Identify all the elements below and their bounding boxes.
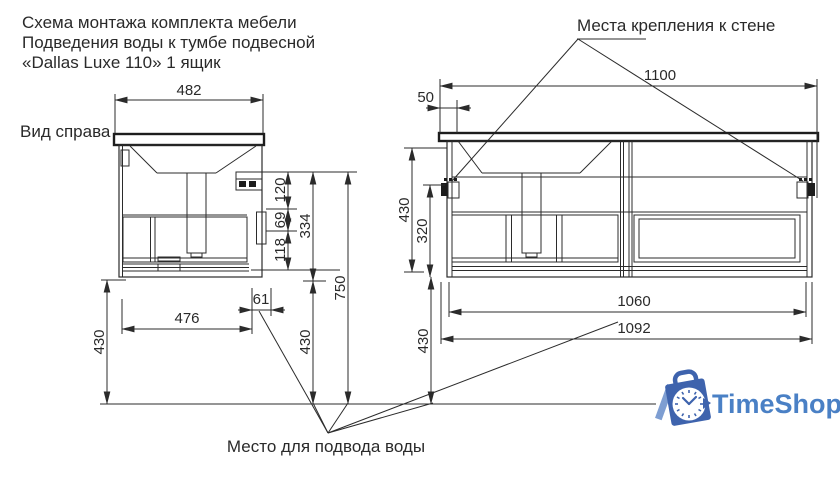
wall-mount-label: Места крепления к стене: [577, 16, 775, 35]
title-line-2: Подведения воды к тумбе подвесной: [22, 33, 315, 52]
front-countertop: [437, 131, 820, 143]
title-block: Схема монтажа комплекта мебели Подведени…: [22, 13, 315, 72]
floor-and-water-callout: Место для подвода воды: [100, 310, 656, 456]
side-bottom-slats: [123, 263, 249, 272]
title-line-3: «Dallas Luxe 110» 1 ящик: [22, 53, 221, 72]
dim-320: 320: [414, 218, 431, 243]
dim-430-mid: 430: [297, 329, 314, 354]
side-view-label-group: Вид справа: [20, 122, 111, 141]
side-cabinet-body: [118, 144, 263, 278]
side-drain-pipe: [186, 172, 207, 254]
side-view-label: Вид справа: [20, 122, 111, 141]
clock-icon: [672, 387, 711, 421]
front-right-drawer: [633, 214, 801, 263]
dim-50: 50: [417, 89, 434, 106]
dim-118: 118: [272, 238, 289, 262]
dim-334: 334: [297, 213, 314, 238]
side-view-drawing: [112, 132, 267, 278]
wall-mount-callout: Места крепления к стене: [451, 16, 804, 182]
front-right-bracket: [796, 178, 815, 199]
dim-476: 476: [174, 310, 199, 327]
water-supply-label: Место для подвода воды: [227, 437, 425, 456]
front-center-divider: [620, 141, 633, 277]
front-drain-pipe: [521, 172, 542, 254]
dim-750: 750: [332, 275, 349, 300]
dim-1092: 1092: [617, 320, 650, 337]
front-view-dimensions: 1100 50 430 320 430 1060 1092: [396, 67, 818, 405]
dim-1060: 1060: [617, 293, 650, 310]
side-drawer: [122, 214, 248, 263]
side-view-dimensions: 482 120 69 118 334 430 750 476 61: [91, 82, 357, 405]
dim-69: 69: [272, 212, 289, 229]
front-left-bracket: [441, 178, 460, 199]
front-left-drawer: [451, 214, 619, 263]
dim-482: 482: [176, 82, 201, 99]
front-view-drawing: [437, 131, 820, 278]
dim-430-front-top: 430: [396, 197, 413, 222]
front-bottom-slats: [452, 266, 807, 271]
side-hook: [120, 149, 130, 167]
side-wall-bracket: [235, 171, 263, 191]
logo-text: TimeShop: [712, 389, 840, 419]
side-basin: [129, 145, 257, 174]
title-line-1: Схема монтажа комплекта мебели: [22, 13, 297, 32]
dim-1100: 1100: [644, 67, 676, 84]
timeshop-logo[interactable]: TimeShop: [655, 369, 840, 426]
dim-430-front-bottom: 430: [415, 328, 432, 353]
side-water-outlet-zone: [256, 211, 267, 245]
dim-61: 61: [253, 291, 270, 308]
dim-120: 120: [272, 177, 289, 202]
side-countertop: [112, 132, 266, 147]
front-basin: [457, 140, 613, 174]
dim-430-left: 430: [91, 329, 108, 354]
